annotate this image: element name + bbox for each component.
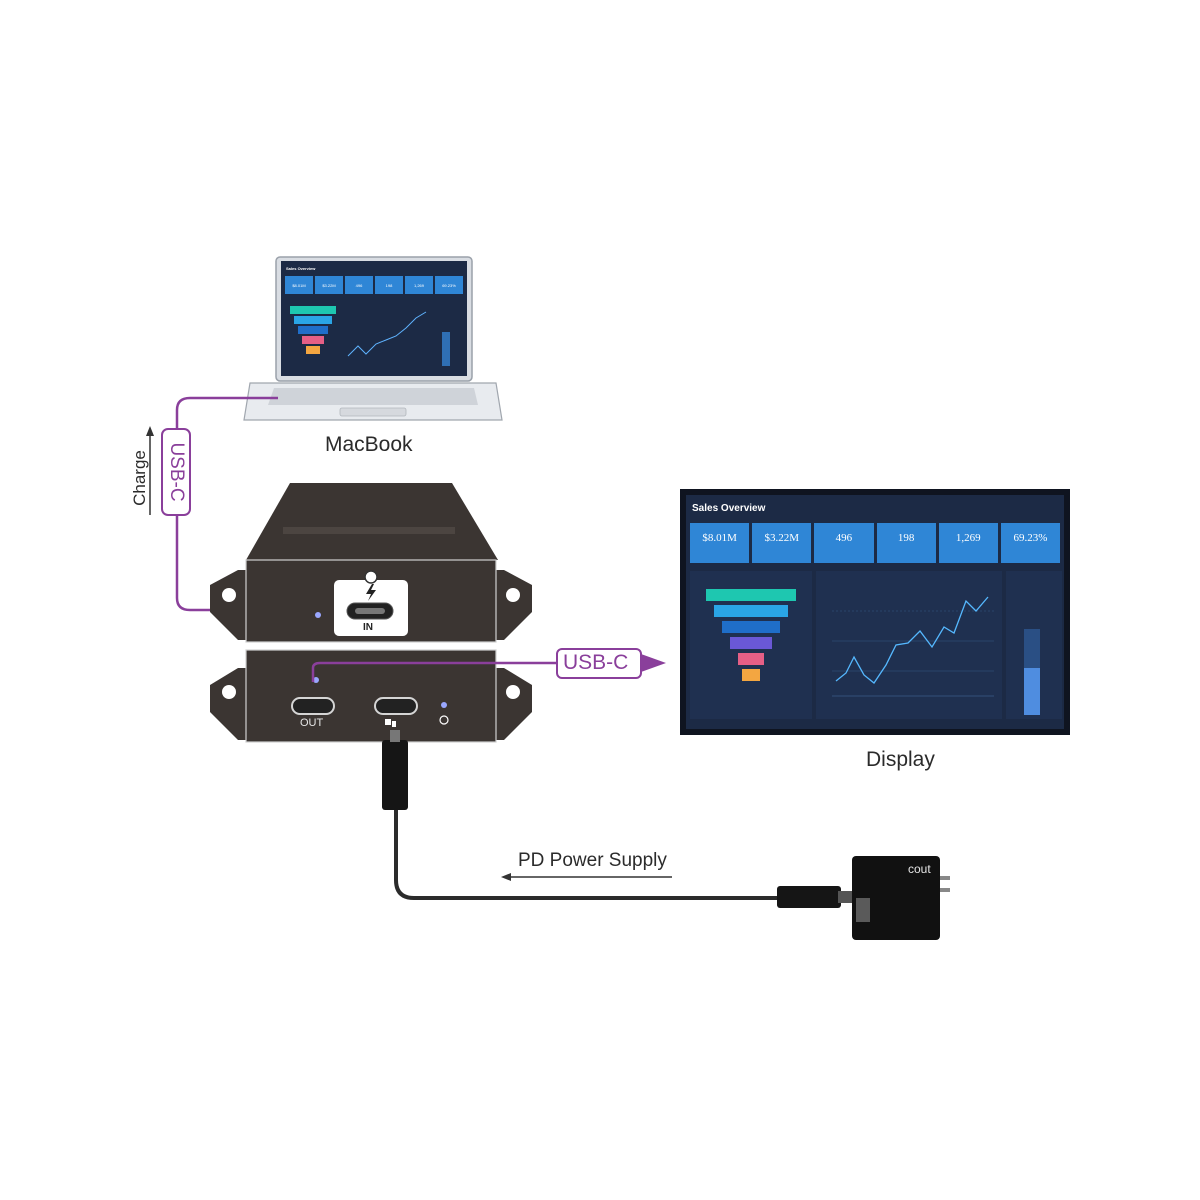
usb-c-label-right: USB-C	[563, 651, 629, 674]
laptop-gauge	[442, 332, 450, 366]
port-out-label: OUT	[300, 717, 324, 729]
power-cable	[394, 805, 790, 900]
display-line-chart	[832, 596, 994, 697]
display-kpi: $3.22M	[752, 523, 812, 563]
display-kpi: $8.01M	[690, 523, 750, 563]
usb-c-tag-left	[161, 428, 191, 516]
laptop-kpi: 1,269	[405, 276, 433, 294]
laptop-kpi: $3.22M	[315, 276, 343, 294]
display-screen-title: Sales Overview	[692, 503, 766, 514]
macbook-label: MacBook	[325, 433, 413, 456]
adapter-brand-label: cout	[908, 862, 931, 876]
port-in-label: IN	[363, 622, 373, 633]
charge-label: Charge	[130, 450, 149, 506]
usb-c-label-left: USB-C	[166, 442, 187, 502]
laptop-funnel	[288, 306, 338, 366]
laptop-screen: Sales Overview $8.01M $3.22M 496 198 1,2…	[282, 262, 466, 375]
laptop-screen-title: Sales Overview	[286, 266, 316, 271]
display-kpi: 496	[814, 523, 874, 563]
display-label: Display	[866, 748, 935, 771]
extender-unit-bottom	[210, 649, 532, 743]
laptop-line-chart	[347, 311, 427, 357]
display-line-chart-panel	[816, 571, 1002, 719]
usb-c-plug	[382, 740, 408, 810]
display-screen: Sales Overview $8.01M $3.22M 496 198 1,2…	[683, 492, 1067, 732]
laptop-kpi: 198	[375, 276, 403, 294]
usb-c-cable-display	[311, 661, 656, 682]
display-kpi: 1,269	[938, 523, 998, 563]
display-gauge	[1024, 629, 1040, 715]
laptop-kpi: 69.23%	[435, 276, 463, 294]
extender-unit-top	[210, 483, 532, 643]
laptop-kpi: 496	[345, 276, 373, 294]
pd-power-supply-label: PD Power Supply	[518, 850, 667, 871]
display-kpi: 69.23%	[1000, 523, 1061, 563]
display-funnel-panel	[690, 571, 812, 719]
display-gauge-panel	[1006, 571, 1062, 719]
display-arrow	[641, 654, 666, 672]
power-adapter	[852, 856, 950, 940]
display-kpi: 198	[876, 523, 936, 563]
laptop-kpi: $8.01M	[285, 276, 313, 294]
